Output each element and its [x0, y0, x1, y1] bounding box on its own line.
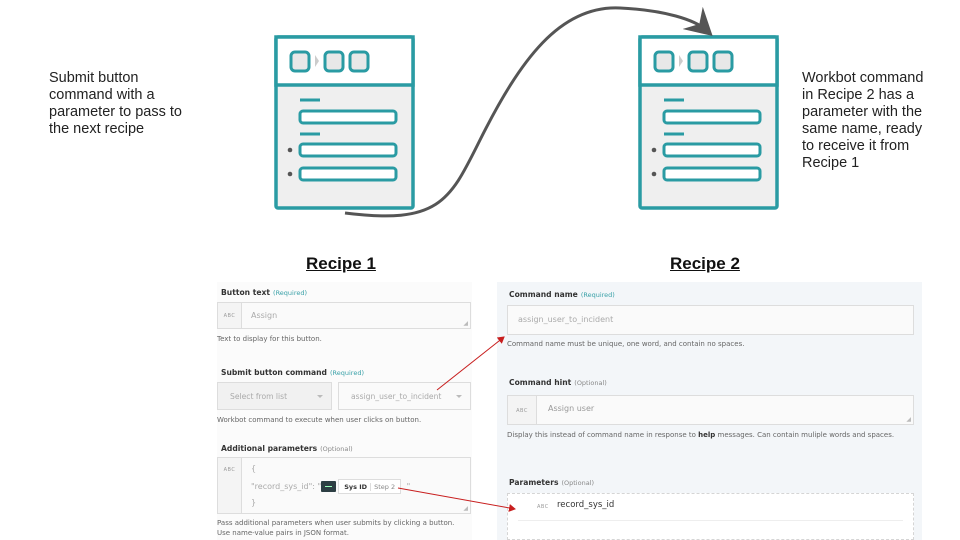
additional-params-label: Additional parameters(Optional)	[221, 444, 353, 453]
abc-type-icon: ABC	[218, 303, 242, 328]
datapill-app-icon	[321, 481, 337, 492]
command-hint-label: Command hint(Optional)	[509, 378, 607, 387]
chevron-down-icon	[317, 395, 323, 398]
parameter-row[interactable]: ABC record_sys_id	[518, 494, 903, 521]
recipe-flow-diagram	[274, 6, 779, 218]
command-name-label: Command name(Required)	[509, 290, 615, 299]
resize-grip-icon[interactable]: ◢	[906, 416, 911, 423]
left-caption: Submit button command with a parameter t…	[49, 70, 182, 137]
parameters-label: Parameters(Optional)	[509, 478, 595, 487]
command-hint-hint: Display this instead of command name in …	[507, 431, 895, 439]
parameter-name: record_sys_id	[557, 500, 615, 510]
resize-grip-icon[interactable]: ◢	[463, 320, 468, 327]
command-name-hint: Command name must be unique, one word, a…	[507, 340, 745, 348]
connector-arrow	[344, 6, 713, 218]
select-from-list-dropdown[interactable]: Select from list	[217, 382, 332, 410]
button-text-hint: Text to display for this button.	[217, 335, 322, 343]
recipe2-heading: Recipe 2	[670, 254, 740, 273]
command-name-input[interactable]: assign_user_to_incident	[507, 305, 914, 335]
submit-command-label: Submit button command(Required)	[221, 368, 364, 377]
abc-type-icon: ABC	[508, 396, 537, 424]
button-text-label: Button text(Required)	[221, 288, 308, 297]
command-select[interactable]: assign_user_to_incident	[338, 382, 471, 410]
submit-command-hint: Workbot command to execute when user cli…	[217, 416, 422, 424]
recipe2-icon	[638, 35, 779, 210]
button-text-input[interactable]: ABC Assign ◢	[217, 302, 471, 329]
parameters-list: ABC record_sys_id	[507, 493, 914, 540]
abc-type-icon: ABC	[218, 458, 242, 513]
right-caption: Workbot command in Recipe 2 has a parame…	[802, 70, 924, 171]
abc-type-icon: ABC	[537, 504, 549, 510]
recipe1-heading: Recipe 1	[306, 254, 376, 273]
chevron-down-icon	[456, 395, 462, 398]
recipe2-panel: Command name(Required) assign_user_to_in…	[497, 282, 922, 540]
command-hint-input[interactable]: ABC Assign user ◢	[507, 395, 914, 425]
resize-grip-icon[interactable]: ◢	[463, 505, 468, 512]
additional-params-hint: Pass additional parameters when user sub…	[217, 519, 455, 537]
recipe1-icon	[274, 35, 415, 210]
recipe1-panel: Button text(Required) ABC Assign ◢ Text …	[217, 282, 472, 540]
